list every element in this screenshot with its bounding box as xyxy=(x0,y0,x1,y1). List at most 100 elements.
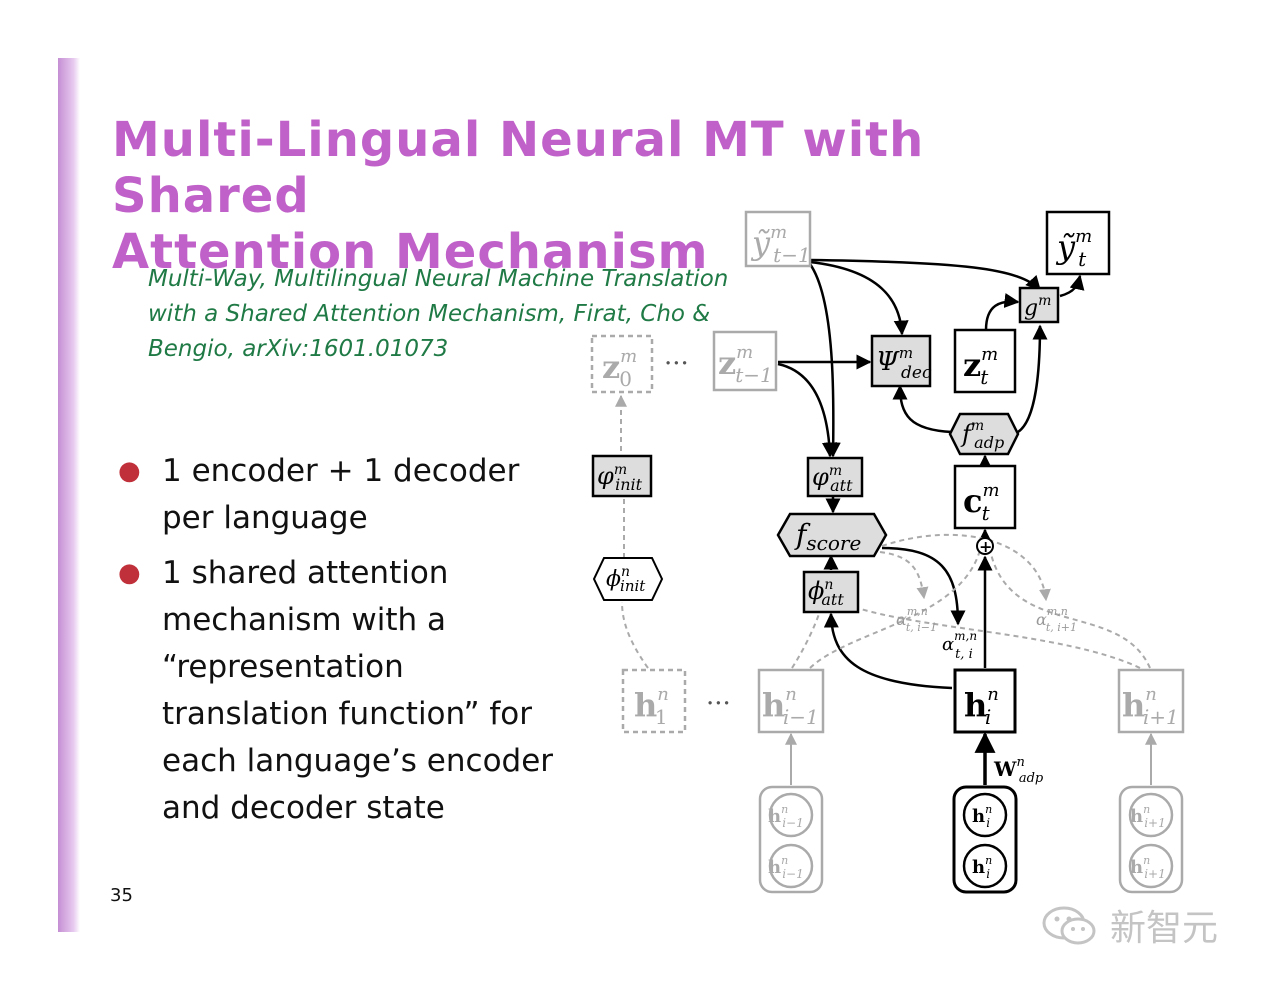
alpha-prev-main: α xyxy=(896,610,907,629)
y-t-sup: m xyxy=(1075,226,1092,247)
phi-init-n-sub: init xyxy=(620,577,646,595)
w-adp-main: W xyxy=(993,757,1017,781)
enc-i-fwd-sup: n xyxy=(985,854,992,867)
phi-att-n-main: ϕ xyxy=(808,577,824,605)
bullet-dot-icon: ● xyxy=(118,456,141,486)
enc-next-back-sub: i+1 xyxy=(1144,816,1166,830)
enc-next-fwd-sub: i+1 xyxy=(1144,867,1166,881)
svg-text:hni: hni xyxy=(964,684,999,729)
y-prev-main: ỹ xyxy=(750,224,771,262)
svg-text:hni+1: hni+1 xyxy=(1122,684,1179,729)
edge-yprev-to-psi xyxy=(809,260,909,336)
w-adp-sub: adp xyxy=(1019,771,1044,786)
h-prev-sub: i−1 xyxy=(783,705,819,729)
svg-text:zmt−1: zmt−1 xyxy=(718,342,773,387)
y-prev-sub: t−1 xyxy=(773,243,811,267)
enc-prev-back-main: h xyxy=(768,806,781,827)
edge-hprev-to-plus xyxy=(809,549,981,669)
bullet-item: ● 1 shared attention mechanism with a “r… xyxy=(118,550,568,832)
svg-text:hni−1: hni−1 xyxy=(768,803,804,830)
svg-text:αm,nt, i+1: αm,nt, i+1 xyxy=(1036,605,1077,634)
enc-prev-back-sub: i−1 xyxy=(782,816,804,830)
c-t-sup: m xyxy=(982,480,999,501)
z0-sub: 0 xyxy=(619,367,632,391)
edge-hnext-to-phiattn xyxy=(835,599,1141,669)
watermark-text: 新智元 xyxy=(1110,908,1219,949)
svg-text:ỹmt−1: ỹmt−1 xyxy=(750,222,811,267)
h-next-sup: n xyxy=(1145,684,1157,705)
edge-fscore-to-alpha xyxy=(881,546,966,626)
psi-sub: dec xyxy=(901,363,932,383)
enc-next-fwd-main: h xyxy=(1130,857,1143,878)
svg-text:hni+1: hni+1 xyxy=(1130,803,1166,830)
edges-faded xyxy=(615,394,1157,785)
phi-att-n-sup: n xyxy=(824,577,833,593)
edge-hprev-to-phiattn xyxy=(791,589,827,669)
page-number: 35 xyxy=(110,885,133,906)
svg-text:cmt: cmt xyxy=(963,480,1000,525)
slide-accent-bar xyxy=(58,58,80,932)
h-i-sup: n xyxy=(987,684,999,705)
edge-hnext-to-plus xyxy=(989,549,1151,669)
edge-fscore-to-alpha-next xyxy=(881,533,1051,602)
phi-att-n-sub: att xyxy=(821,590,844,609)
edge-fscore-to-alpha-prev xyxy=(879,551,929,600)
alpha-i-sup: m,n xyxy=(954,629,977,643)
h-i-sub: i xyxy=(985,705,991,729)
alpha-i-sub: t, i xyxy=(955,647,973,662)
bullet-dot-icon: ● xyxy=(118,558,141,588)
node-f-score: fscore xyxy=(776,512,888,558)
plus-node: + xyxy=(976,537,994,556)
enc-next-fwd-sup: n xyxy=(1143,854,1150,867)
svg-text:ỹmt: ỹmt xyxy=(1055,226,1092,271)
phi-init-n-sup: n xyxy=(621,564,630,580)
svg-text:gm: gm xyxy=(1024,293,1051,321)
alpha-next-main: α xyxy=(1036,610,1047,629)
h1-main: h xyxy=(634,686,657,724)
enc-next-back-sup: n xyxy=(1143,803,1150,816)
edge-zt-to-g xyxy=(984,293,1020,331)
bullet-item: ● 1 encoder + 1 decoder per language xyxy=(118,448,568,542)
label-alpha-i: αm,n t, i xyxy=(942,629,977,662)
alpha-i-main: α xyxy=(942,634,954,655)
enc-i-back-sub: i xyxy=(986,816,990,830)
edge-fadp-to-psi xyxy=(892,384,953,434)
ellipsis-encoder: ··· xyxy=(706,689,731,719)
edges-active xyxy=(777,258,1085,785)
f-adp-sub: adp xyxy=(974,433,1004,452)
z-prev-sub: t−1 xyxy=(735,363,773,387)
svg-text:zm0: zm0 xyxy=(602,346,637,391)
wechat-icon xyxy=(1042,906,1096,945)
enc-i-fwd-main: h xyxy=(972,857,985,878)
svg-text:hni−1: hni−1 xyxy=(768,854,804,881)
svg-text:hn1: hn1 xyxy=(634,684,669,729)
g-sup: m xyxy=(1038,293,1051,309)
psi-sup: m xyxy=(899,344,913,362)
alpha-prev-sup: m,n xyxy=(907,605,928,618)
alpha-next-sup: m,n xyxy=(1047,605,1068,618)
f-adp-sup: m xyxy=(971,418,984,434)
c-t-main: c xyxy=(963,482,982,520)
y-prev-sup: m xyxy=(770,222,787,243)
